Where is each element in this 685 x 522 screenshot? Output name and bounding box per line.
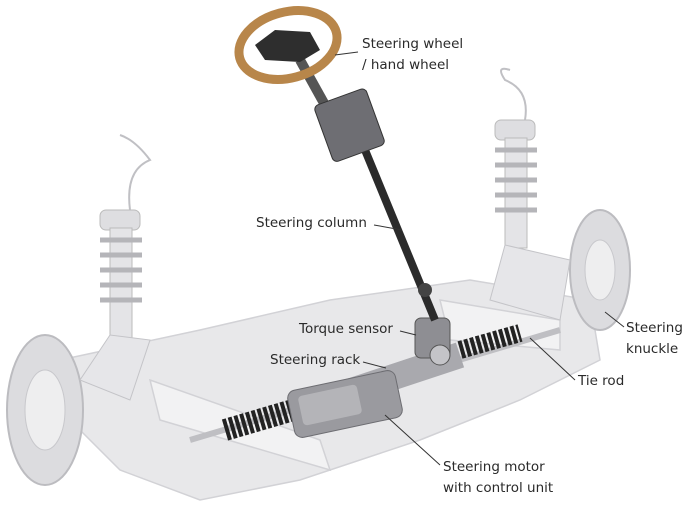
- label-steering-motor: Steering motor with control unit: [443, 457, 553, 499]
- right-strut: [489, 67, 571, 321]
- steering-column: [295, 57, 439, 322]
- left-brake-disc: [6, 334, 84, 486]
- label-line: knuckle: [626, 341, 679, 357]
- label-tie-rod: Tie rod: [578, 373, 625, 389]
- leader-torque-sensor: [399, 330, 417, 336]
- left-strut: [79, 134, 152, 401]
- label-steering-wheel: Steering wheel / hand wheel: [362, 34, 463, 76]
- label-line: Steering: [626, 320, 683, 336]
- leader-steering-rack: [362, 361, 387, 369]
- label-torque-sensor: Torque sensor: [299, 321, 393, 337]
- label-steering-column: Steering column: [256, 215, 367, 231]
- leader-steering-motor: [384, 414, 441, 466]
- leader-tie-rod: [529, 337, 576, 381]
- label-line: with control unit: [443, 480, 554, 496]
- leader-steering-column: [373, 224, 403, 231]
- leader-steering-knuckle: [604, 311, 625, 328]
- leader-steering-wheel: [334, 51, 359, 56]
- label-line: Steering wheel: [362, 36, 464, 52]
- label-steering-knuckle: Steering knuckle: [626, 318, 683, 360]
- leader-lines: [334, 51, 625, 466]
- steering-motor: [287, 370, 403, 438]
- steering-wheel: [234, 6, 342, 84]
- label-line: Steering motor: [443, 459, 545, 475]
- label-line: / hand wheel: [362, 57, 450, 73]
- label-steering-rack: Steering rack: [270, 352, 361, 368]
- right-brake-disc: [569, 209, 631, 331]
- torque-sensor: [414, 317, 451, 366]
